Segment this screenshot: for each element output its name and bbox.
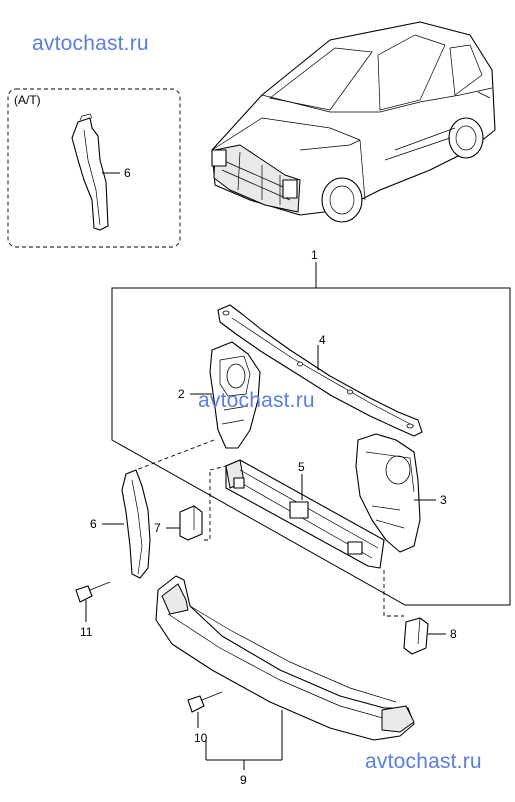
part-10-bolt: 10 xyxy=(187,691,223,745)
callout-10: 10 xyxy=(194,731,208,745)
part-7-small-bracket: 7 xyxy=(154,505,203,541)
part-5-lower-member: 5 xyxy=(225,459,385,569)
callout-2: 2 xyxy=(178,387,185,401)
callout-9: 9 xyxy=(240,773,247,787)
callout-6: 6 xyxy=(90,517,97,531)
inset-label: (A/T) xyxy=(14,93,41,107)
callout-5: 5 xyxy=(298,460,305,474)
callout-3: 3 xyxy=(440,493,447,507)
inset-part-6 xyxy=(71,117,109,231)
callout-7: 7 xyxy=(154,521,161,535)
watermark-middle: avtochast.ru xyxy=(198,389,315,412)
part-3-right-panel: 3 xyxy=(355,433,447,553)
inset-border xyxy=(7,88,181,248)
callout-11: 11 xyxy=(80,625,93,639)
guide-lines xyxy=(135,439,404,617)
watermark-bottom: avtochast.ru xyxy=(365,750,482,773)
car-illustration xyxy=(211,21,496,223)
callout-1: 1 xyxy=(311,248,318,262)
part-4-upper-member: 4 xyxy=(217,304,423,437)
part-9-bumper: 9 xyxy=(155,575,415,787)
part-11-bolt: 11 xyxy=(75,581,111,639)
part-8-small-bracket: 8 xyxy=(403,617,457,655)
part-2-left-panel: 2 xyxy=(178,341,261,449)
part-6-bracket: 6 xyxy=(90,469,151,579)
watermark-top: avtochast.ru xyxy=(32,32,149,55)
assembly-outline: 1 xyxy=(111,248,511,606)
callout-8: 8 xyxy=(450,627,457,641)
callout-4: 4 xyxy=(319,333,326,347)
inset-callout-6: 6 xyxy=(124,166,131,180)
inset-box: (A/T) 6 xyxy=(7,88,181,248)
